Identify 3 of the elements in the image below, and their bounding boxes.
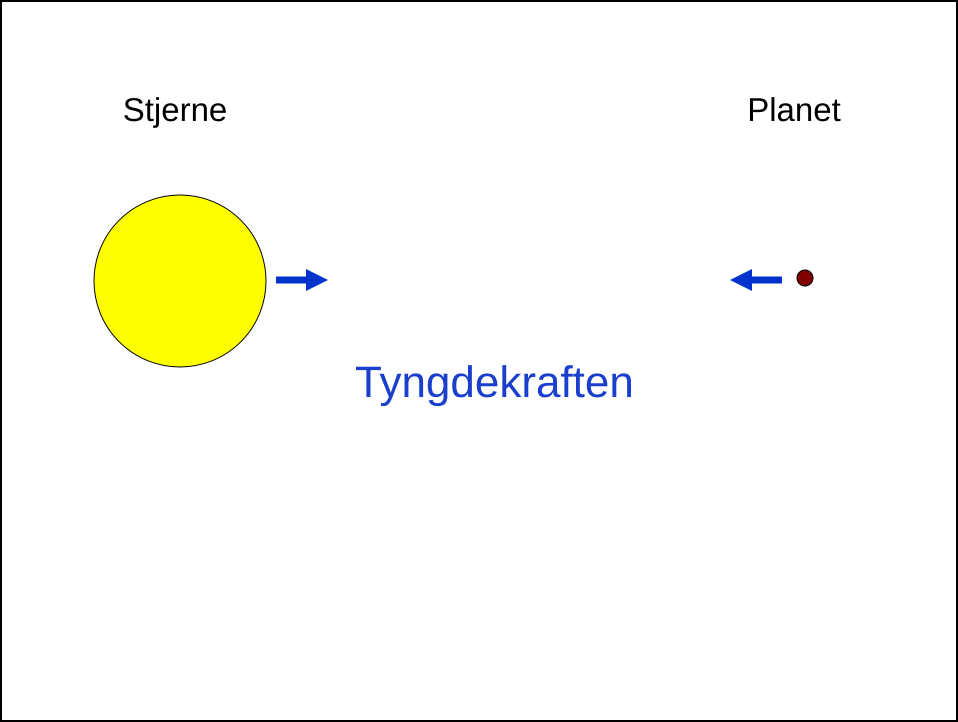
star-label: Stjerne bbox=[122, 90, 228, 130]
force-label: Tyngdekraften bbox=[355, 357, 634, 409]
planet-label: Planet bbox=[746, 90, 842, 130]
